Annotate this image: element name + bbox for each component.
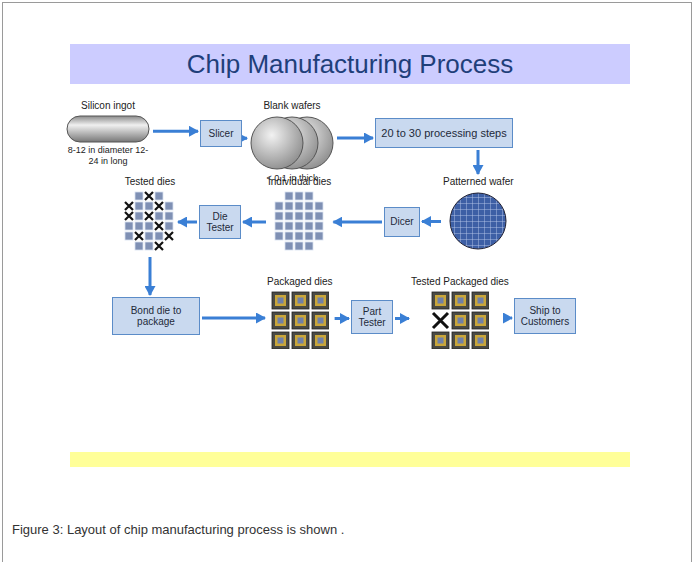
process-box: Die Tester — [199, 205, 241, 239]
box-label: Ship to Customers — [519, 305, 571, 328]
process-box: Ship to Customers — [514, 298, 576, 334]
flow-arrow — [153, 130, 198, 133]
illustration-node: Blank wafers< 0.1 in thick — [249, 100, 335, 184]
stage-label: Silicon ingot — [81, 100, 135, 112]
illustration-node: Individual dies — [268, 176, 331, 255]
flow-arrow — [335, 317, 349, 320]
title-band: Chip Manufacturing Process — [70, 44, 630, 84]
flow-arrow — [202, 317, 265, 320]
dies-picture — [274, 191, 326, 253]
illustration-node: Silicon ingot 8-12 in diameter 12-24 in l… — [65, 100, 151, 167]
flow-arrow — [243, 221, 266, 224]
process-box: Part Tester — [351, 300, 393, 334]
illustration-node: Tested Packaged dies — [411, 276, 509, 351]
packages-picture — [271, 291, 329, 349]
stage-label: Patterned wafer — [443, 176, 514, 188]
blank-wafers-picture — [249, 115, 335, 171]
figure-caption: Figure 3: Layout of chip manufacturing p… — [12, 522, 344, 537]
stage-label: Tested Packaged dies — [411, 276, 509, 288]
box-label: Slicer — [208, 128, 233, 140]
flow-arrow — [244, 137, 247, 140]
box-label: Dicer — [390, 216, 413, 228]
flow-arrow — [149, 257, 152, 295]
flow-arrow — [178, 221, 197, 224]
flow-arrow — [333, 221, 382, 224]
box-label: 20 to 30 processing steps — [381, 127, 506, 140]
flow-arrow — [337, 137, 373, 140]
process-box: Slicer — [200, 120, 242, 147]
flow-arrow — [511, 317, 512, 320]
footer-band — [70, 452, 630, 467]
box-label: Die Tester — [204, 211, 236, 234]
stage-label: Packaged dies — [267, 276, 333, 288]
dimension-note: 8-12 in diameter 12-24 in long — [65, 145, 151, 167]
title: Chip Manufacturing Process — [70, 44, 630, 84]
flow-arrow — [422, 220, 441, 223]
silicon-ingot-picture — [66, 115, 150, 143]
patterned-wafer-picture — [448, 191, 508, 251]
stage-label: Individual dies — [268, 176, 331, 188]
stage-label: Blank wafers — [263, 100, 320, 112]
illustration-node: Patterned wafer — [443, 176, 514, 253]
flow-arrow — [395, 317, 409, 320]
illustration-node: Tested dies — [124, 176, 176, 255]
tested-packages-picture — [431, 291, 489, 349]
illustration-node: Packaged dies — [267, 276, 333, 351]
box-label: Bond die to package — [117, 305, 195, 328]
stage-label: Tested dies — [125, 176, 176, 188]
flow-arrow — [477, 150, 480, 174]
process-box: Bond die to package — [112, 297, 200, 335]
box-label: Part Tester — [356, 306, 388, 329]
tested-dies-picture — [124, 191, 176, 253]
process-box: 20 to 30 processing steps — [375, 118, 513, 148]
process-box: Dicer — [384, 207, 420, 237]
